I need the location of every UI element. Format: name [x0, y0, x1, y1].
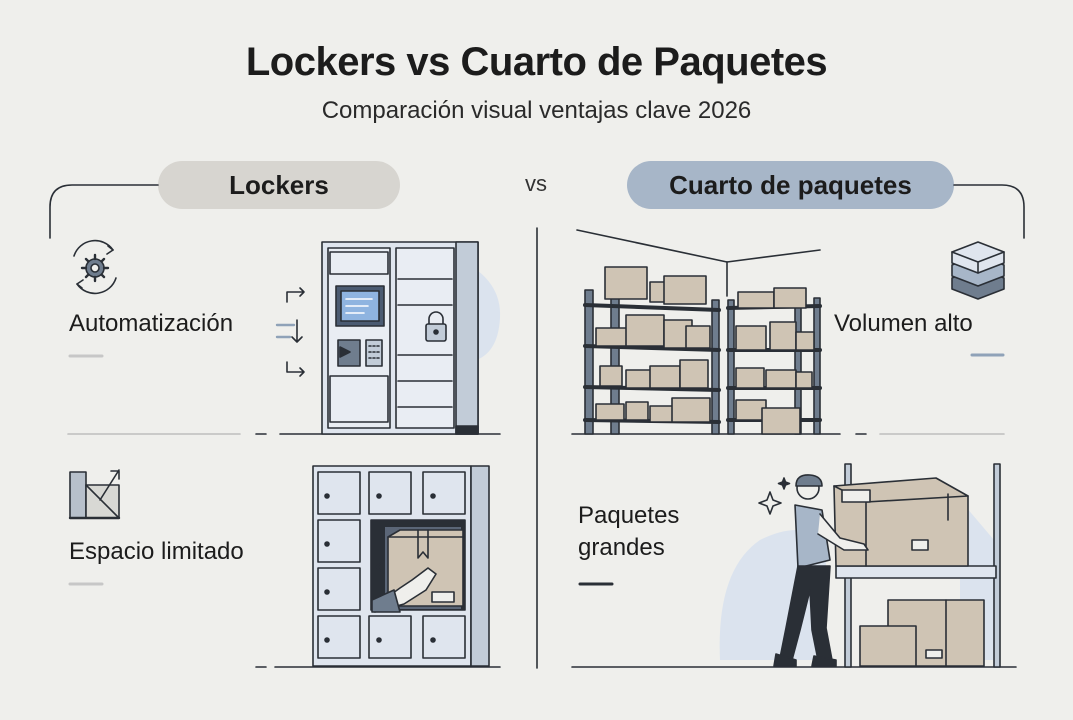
feature-high-volume-label: Volumen alto: [834, 310, 973, 337]
feature-large-packages-line1: Paquetes: [578, 502, 680, 529]
feature-automation-label: Automatización: [69, 310, 234, 337]
feature-large-packages-line2: grandes: [578, 534, 665, 561]
stacked-layers-icon: [951, 241, 1005, 300]
expand-corner-icon: [68, 469, 121, 520]
page-subtitle: Comparación visual ventajas clave 2026: [321, 97, 752, 124]
package-shelves: [576, 229, 822, 435]
grid-lockers: [312, 465, 490, 667]
gear-cycle-icon: [73, 239, 117, 295]
accent-dashes: [68, 353, 1005, 586]
delivery-scene: [719, 463, 1001, 668]
feature-large-packages-label: Paquetes grandes: [578, 500, 778, 564]
frame-lines: [49, 184, 1025, 669]
vs-separator: vs: [525, 171, 547, 196]
package-room-pill: Cuarto de paquetes: [627, 161, 954, 209]
lockers-pill: Lockers: [158, 161, 400, 209]
feature-limited-space-label: Espacio limitado: [69, 538, 244, 565]
padlock-icon: [425, 311, 447, 342]
motion-arrows: [275, 287, 305, 377]
kiosk-locker: [321, 241, 501, 435]
sparkle-icon: [758, 477, 791, 515]
page-title: Lockers vs Cuarto de Paquetes: [245, 40, 828, 84]
